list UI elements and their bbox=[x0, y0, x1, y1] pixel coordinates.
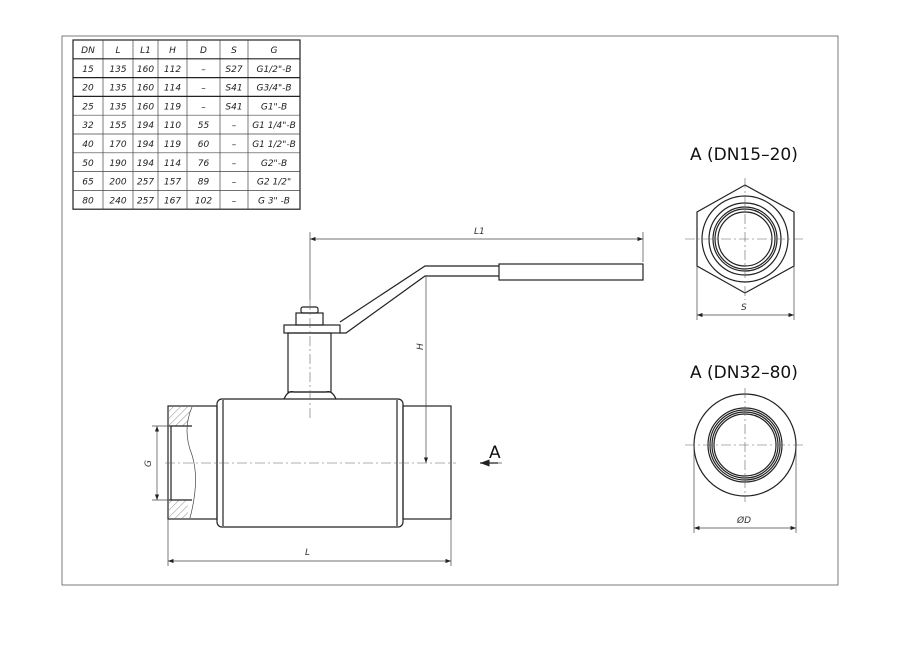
table-cell: G1/2"-B bbox=[256, 65, 291, 75]
table-cell: 170 bbox=[109, 140, 126, 150]
table-cell: 190 bbox=[109, 159, 126, 169]
table-cell: S41 bbox=[225, 84, 242, 94]
table-cell: G1 1/4"-B bbox=[252, 121, 296, 131]
table-cell: 50 bbox=[82, 159, 94, 169]
dim-label-h: H bbox=[416, 343, 426, 350]
table-cell: 119 bbox=[164, 140, 181, 150]
table-cell: 25 bbox=[82, 102, 94, 112]
table-cell: 160 bbox=[137, 102, 154, 112]
table-cell: 160 bbox=[137, 65, 154, 75]
table-cell: S41 bbox=[225, 102, 242, 112]
table-cell: – bbox=[232, 196, 237, 206]
table-cell: 65 bbox=[82, 178, 94, 188]
table-cell: 167 bbox=[164, 196, 181, 206]
table-header: D bbox=[200, 46, 207, 56]
view-marker-a: A bbox=[489, 443, 501, 463]
table-cell: G2"-B bbox=[261, 159, 287, 169]
dim-label-l: L bbox=[305, 548, 310, 558]
table-cell: 114 bbox=[164, 84, 181, 94]
table-cell: 60 bbox=[198, 140, 210, 150]
table-cell: – bbox=[201, 84, 206, 94]
view-title-hex: A (DN15–20) bbox=[690, 145, 798, 165]
dim-label-g: G bbox=[144, 460, 154, 467]
dim-label-s: S bbox=[741, 303, 747, 313]
valve-side-view: L1 H G L A bbox=[144, 227, 644, 566]
table-cell: 89 bbox=[198, 178, 210, 188]
dim-label-l1: L1 bbox=[474, 227, 485, 237]
table-border bbox=[72, 39, 301, 210]
table-header: L1 bbox=[140, 46, 151, 56]
handle-grip bbox=[498, 263, 644, 281]
table-cell: 20 bbox=[82, 84, 94, 94]
table-cell: 55 bbox=[198, 121, 210, 131]
table-cell: 240 bbox=[109, 196, 126, 206]
table-cell: 80 bbox=[82, 196, 94, 206]
dimension-table: DN L L1 H D S G 15 135 160 112 – S27 G1/2"-B 20 135 160 1… bbox=[72, 39, 301, 210]
table-cell: – bbox=[232, 178, 237, 188]
table-cell: 135 bbox=[109, 84, 126, 94]
table-cell: 112 bbox=[164, 65, 181, 75]
table-cell: 114 bbox=[164, 159, 181, 169]
view-title-round: A (DN32–80) bbox=[690, 363, 798, 383]
table-cell: 160 bbox=[137, 84, 154, 94]
table-cell: 157 bbox=[164, 178, 181, 188]
table-header: L bbox=[115, 46, 120, 56]
table-cell: 257 bbox=[137, 178, 154, 188]
dim-label-d: ØD bbox=[736, 515, 751, 526]
table-cell: 40 bbox=[82, 140, 94, 150]
table-cell: 135 bbox=[109, 102, 126, 112]
table-cell: – bbox=[232, 121, 237, 131]
table-cell: – bbox=[201, 102, 206, 112]
table-cell: 102 bbox=[195, 196, 212, 206]
table-cell: 200 bbox=[109, 178, 126, 188]
table-cell: – bbox=[201, 65, 206, 75]
table-cell: 15 bbox=[82, 65, 94, 75]
table-cell: 155 bbox=[109, 121, 126, 131]
table-cell: S27 bbox=[225, 65, 242, 75]
table-cell: 32 bbox=[82, 121, 94, 131]
table-cell: 194 bbox=[137, 121, 154, 131]
table-cell: 76 bbox=[198, 159, 210, 169]
table-cell: G1"-B bbox=[261, 102, 287, 112]
table-cell: G 3" -B bbox=[258, 196, 290, 206]
view-a-hex: A (DN15–20) S bbox=[685, 145, 806, 320]
table-cell: – bbox=[232, 159, 237, 169]
table-cell: 194 bbox=[137, 140, 154, 150]
table-cell: G3/4"-B bbox=[256, 84, 291, 94]
table-cell: 257 bbox=[137, 196, 154, 206]
table-header: S bbox=[231, 46, 237, 56]
table-cell: 119 bbox=[164, 102, 181, 112]
sheet-frame bbox=[61, 35, 839, 586]
table-cell: G2 1/2" bbox=[257, 178, 291, 188]
view-a-round: A (DN32–80) ØD bbox=[685, 363, 806, 533]
table-cell: G1 1/2"-B bbox=[252, 140, 296, 150]
table-header: H bbox=[169, 46, 176, 56]
table-cell: 135 bbox=[109, 65, 126, 75]
table-header: DN bbox=[81, 46, 95, 56]
table-cell: 110 bbox=[164, 121, 181, 131]
table-cell: – bbox=[232, 140, 237, 150]
table-cell: 194 bbox=[137, 159, 154, 169]
table-header: G bbox=[271, 46, 278, 56]
